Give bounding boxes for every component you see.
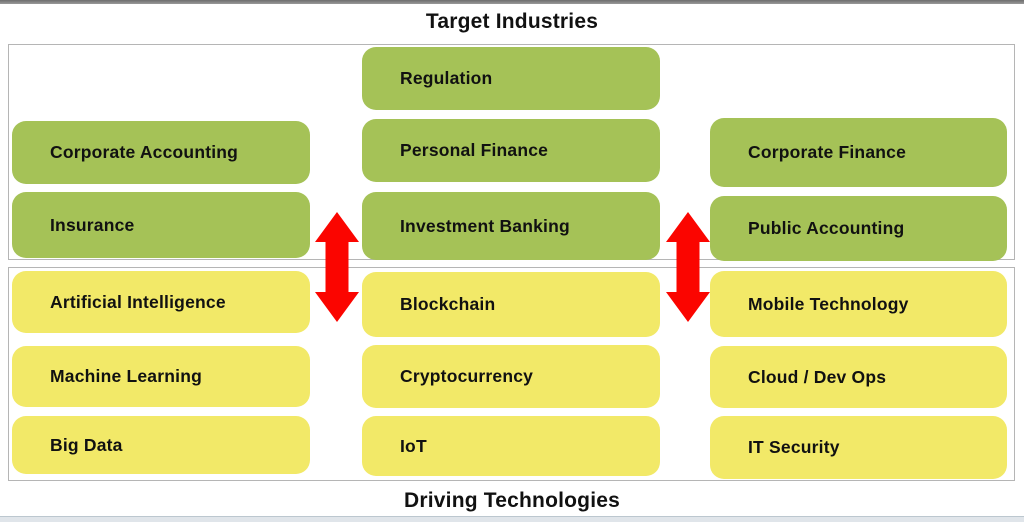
driving-technologies-title: Driving Technologies (404, 489, 620, 512)
technology-node-mobile-technology: Mobile Technology (710, 271, 1007, 337)
technology-node-blockchain: Blockchain (362, 272, 660, 337)
industries-group-box: Regulation Corporate Accounting Personal… (8, 44, 1015, 261)
double-arrow-icon (666, 212, 710, 322)
industry-node-corporate-finance: Corporate Finance (710, 118, 1007, 187)
technology-node-machine-learning: Machine Learning (12, 346, 310, 407)
technology-node-cloud-dev-ops: Cloud / Dev Ops (710, 346, 1007, 408)
top-edge-bar (0, 0, 1024, 4)
technologies-group-box: Artificial Intelligence Blockchain Mobil… (8, 267, 1015, 481)
industry-node-investment-banking: Investment Banking (362, 192, 660, 260)
industry-node-public-accounting: Public Accounting (710, 196, 1007, 261)
double-arrow-icon (315, 212, 359, 322)
bottom-edge-bar (0, 516, 1024, 522)
technology-node-cryptocurrency: Cryptocurrency (362, 345, 660, 408)
industry-node-regulation: Regulation (362, 47, 660, 110)
technology-node-big-data: Big Data (12, 416, 310, 474)
industry-node-personal-finance: Personal Finance (362, 119, 660, 182)
technology-node-iot: IoT (362, 416, 660, 476)
industry-node-insurance: Insurance (12, 192, 310, 258)
target-industries-title: Target Industries (425, 10, 599, 33)
technology-node-artificial-intelligence: Artificial Intelligence (12, 271, 310, 333)
technology-node-it-security: IT Security (710, 416, 1007, 479)
industry-node-corporate-accounting: Corporate Accounting (12, 121, 310, 184)
